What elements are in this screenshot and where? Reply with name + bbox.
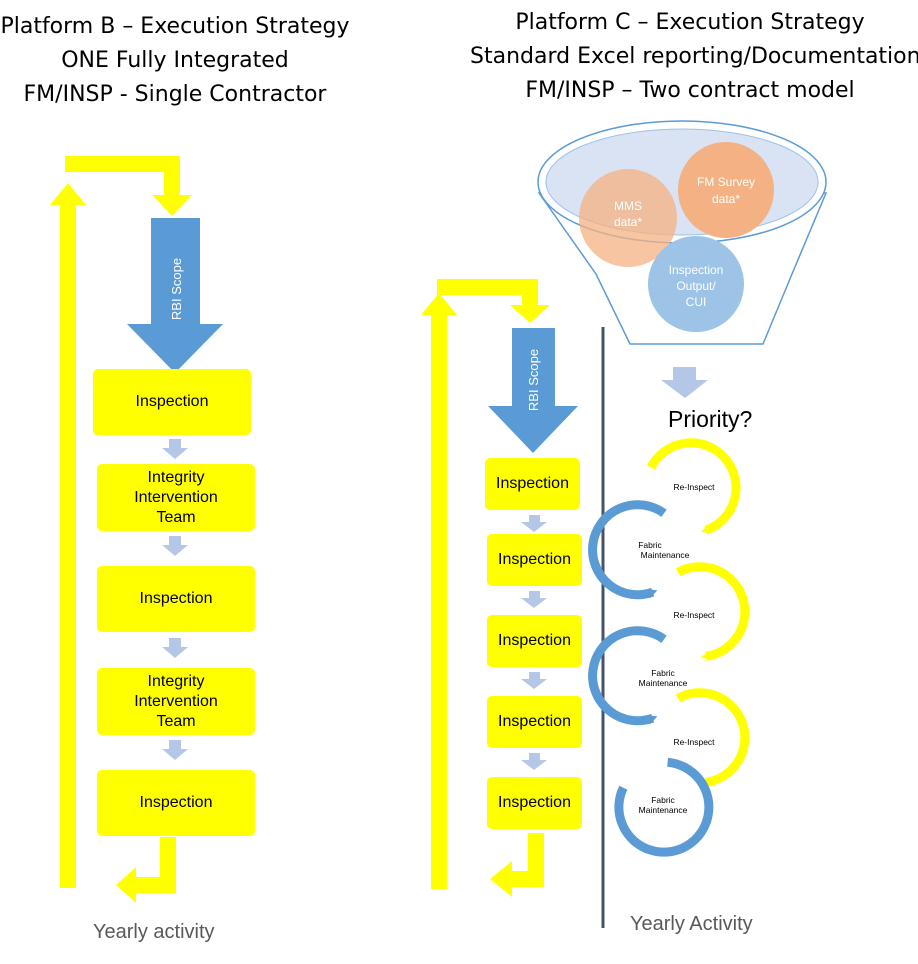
mms-data-circle (579, 169, 677, 267)
left-title: Platform B – Execution Strategy ONE Full… (0, 10, 350, 112)
cycle-label-5: Re-Inspect (673, 737, 715, 747)
right-rbi-scope-arrow: RBI Scope (488, 328, 578, 453)
left-rbi-scope-arrow: RBI Scope (127, 218, 223, 373)
cycle-label-3: Re-Inspect (673, 610, 715, 620)
left-title-line-3: FM/INSP - Single Contractor (23, 82, 327, 107)
right-step-3: Inspection (487, 615, 582, 667)
right-title-line-1: Platform C – Execution Strategy (515, 10, 865, 35)
right-step-5: Inspection (487, 777, 582, 829)
left-rbi-scope-label: RBI Scope (169, 258, 184, 320)
left-step-4: Integrity Intervention Team (97, 668, 255, 735)
cycle-arc-6 (614, 757, 714, 857)
priority-down-arrow (661, 367, 708, 398)
right-title-line-3: FM/INSP – Two contract model (525, 78, 855, 103)
fm-survey-data-circle (678, 142, 774, 238)
left-title-line-2: ONE Fully Integrated (61, 48, 289, 73)
cycle-arc-2 (588, 500, 667, 600)
priority-label: Priority? (668, 406, 753, 432)
right-step-2: Inspection (487, 534, 582, 586)
left-step-1: Inspection (93, 369, 251, 435)
left-title-line-1: Platform B – Execution Strategy (0, 14, 350, 39)
cycle-arc-3 (675, 562, 750, 661)
right-footer: Yearly Activity (630, 913, 753, 935)
right-title: Platform C – Execution Strategy Standard… (470, 6, 918, 108)
left-footer: Yearly activity (93, 921, 215, 943)
right-step-4: Inspection (487, 696, 582, 748)
inspection-output-circle (648, 236, 744, 332)
right-step-connectors (521, 515, 547, 770)
cycle-label-1: Re-Inspect (673, 482, 715, 492)
right-step-1: Inspection (485, 458, 580, 510)
right-title-line-2: Standard Excel reporting/Documentation (470, 44, 918, 69)
left-step-3: Inspection (97, 566, 255, 632)
cycle-arc-5 (675, 688, 750, 787)
left-step-connectors (162, 439, 188, 760)
right-feedback-loop-arrow (421, 279, 550, 897)
cycle-arc-1 (646, 438, 741, 535)
cycle-arc-4 (588, 626, 667, 726)
left-step-5: Inspection (97, 770, 255, 836)
left-feedback-loop-arrow (50, 156, 192, 903)
right-rbi-scope-label: RBI Scope (526, 349, 541, 411)
left-step-2: Integrity Intervention Team (97, 464, 255, 531)
